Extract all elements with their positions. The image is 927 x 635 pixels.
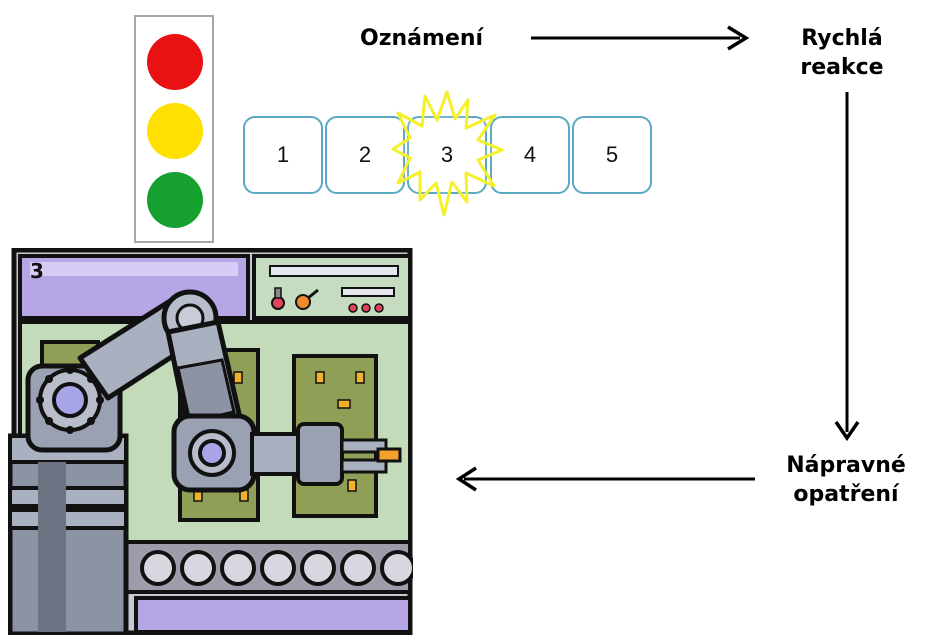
corrective-action-line-1: Nápravné <box>786 453 906 478</box>
red-light-icon <box>147 34 203 90</box>
traffic-light <box>134 15 214 243</box>
quick-response-line-2: reakce <box>800 55 884 80</box>
quick-response-label: Rychlá reakce <box>782 24 902 82</box>
process-step-2-label: 2 <box>358 142 372 167</box>
quick-response-line-1: Rychlá <box>801 26 883 51</box>
process-step-1-label: 1 <box>276 142 290 167</box>
green-light-icon <box>147 172 203 228</box>
arrow-response-to-correction <box>834 92 860 442</box>
process-step-3-label: 3 <box>440 142 454 167</box>
process-step-5-label: 5 <box>605 142 619 167</box>
process-step-4-label: 4 <box>523 142 537 167</box>
corrective-action-label: Nápravné opatření <box>770 451 922 509</box>
robot-machine-illustration: 3 <box>8 248 413 635</box>
yellow-light-icon <box>147 103 203 159</box>
process-step-2: 2 <box>325 116 405 194</box>
machine-panel-number: 3 <box>30 259 44 283</box>
corrective-action-line-2: opatření <box>793 482 899 507</box>
process-step-4: 4 <box>490 116 570 194</box>
arrow-notification-to-response <box>531 25 750 51</box>
process-step-5: 5 <box>572 116 652 194</box>
process-step-1: 1 <box>243 116 323 194</box>
process-step-3: 3 <box>407 116 487 194</box>
notification-label: Oznámení <box>360 26 484 51</box>
arrow-correction-to-machine <box>455 466 755 492</box>
